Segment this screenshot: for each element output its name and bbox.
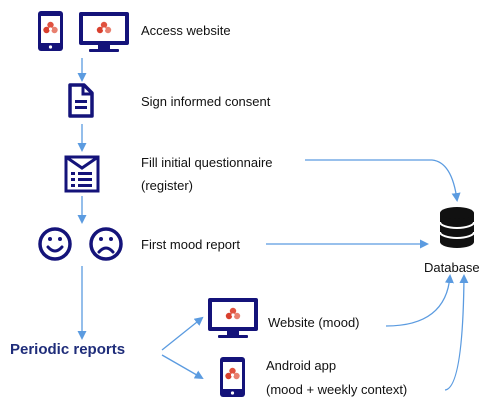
periodic-reports-label: Periodic reports bbox=[10, 341, 126, 358]
access-monitor-icon bbox=[79, 12, 129, 52]
database-label: Database bbox=[424, 260, 480, 275]
database-icon bbox=[439, 207, 475, 248]
document-icon bbox=[68, 83, 94, 118]
android-label: Android app bbox=[266, 358, 337, 373]
happy-face-icon bbox=[38, 227, 72, 261]
android-sublabel: (mood + weekly context) bbox=[266, 382, 408, 397]
arrow-periodic-to-android bbox=[161, 354, 204, 379]
step-questionnaire-label: Fill initial questionnaire bbox=[141, 155, 273, 170]
sad-face-icon bbox=[89, 227, 123, 261]
form-icon bbox=[64, 155, 100, 193]
step-consent-label: Sign informed consent bbox=[141, 94, 271, 109]
arrow-questionnaire-to-database bbox=[305, 159, 461, 202]
step-access-label: Access website bbox=[141, 23, 231, 38]
access-phone-icon bbox=[38, 11, 63, 51]
arrow-website-to-database bbox=[385, 274, 454, 327]
android-phone-icon bbox=[220, 357, 245, 397]
website-monitor-icon bbox=[208, 298, 258, 338]
arrow-android-to-database bbox=[444, 274, 469, 391]
step-mood-label: First mood report bbox=[141, 237, 240, 252]
arrow-periodic-to-website bbox=[161, 316, 204, 351]
step-questionnaire-sublabel: (register) bbox=[141, 178, 194, 193]
website-label: Website (mood) bbox=[268, 315, 360, 330]
